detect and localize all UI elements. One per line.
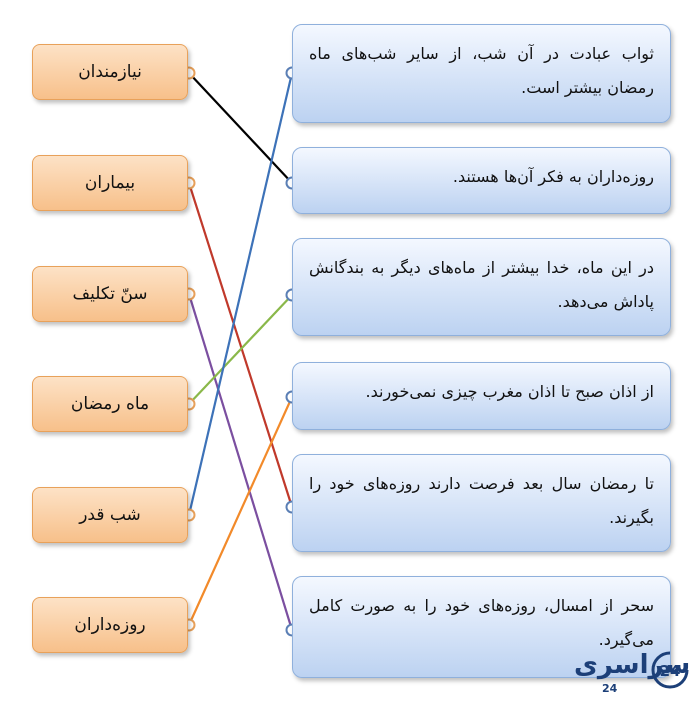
left-item-patients: بیماران [32,155,188,211]
right-item-text: ثواب عبادت در آن شب، از سایر شب‌های ماه … [309,44,654,97]
connector-L2-R5 [187,182,294,508]
right-item-2: روزه‌داران به فکر آن‌ها هستند. [292,147,671,214]
right-item-text: از اذان صبح تا اذان مغرب چیزی نمی‌خورند. [365,382,654,401]
left-item-label: بیماران [84,173,136,193]
left-item-fasters: روزه‌داران [32,597,188,653]
left-item-label: نیازمندان [78,62,142,82]
right-item-text: تا رمضان سال بعد فرصت دارند روزه‌های خود… [309,474,654,527]
left-item-needy: نیازمندان [32,44,188,100]
left-item-label: روزه‌داران [74,615,146,635]
connector-L6-R4 [187,396,294,626]
left-item-ramadan: ماه رمضان [32,376,188,432]
right-item-text: روزه‌داران به فکر آن‌ها هستند. [452,167,654,186]
right-item-1: ثواب عبادت در آن شب، از سایر شب‌های ماه … [292,24,671,123]
left-item-label: ماه رمضان [70,394,150,414]
right-item-text: سحر از امسال، روزه‌های خود را به صورت کا… [309,596,654,649]
left-item-age-of-duty: سنّ تکلیف [32,266,188,322]
watermark-badge-icon: 24 [651,651,689,689]
watermark-logo: سراسری 24 24 [570,648,695,698]
right-item-3: در این ماه، خدا بیشتر از ماه‌های دیگر به… [292,238,671,336]
right-item-5: تا رمضان سال بعد فرصت دارند روزه‌های خود… [292,454,671,552]
connector-L4-R3 [188,294,293,405]
watermark-number: 24 [602,682,618,695]
left-item-label: شب قدر [79,505,141,525]
left-item-label: سنّ تکلیف [72,284,148,304]
right-item-4: از اذان صبح تا اذان مغرب چیزی نمی‌خورند. [292,362,671,430]
connector-L1-R2 [188,72,293,184]
right-item-text: در این ماه، خدا بیشتر از ماه‌های دیگر به… [309,258,654,311]
connector-L3-R6 [187,293,294,631]
right-item-6: سحر از امسال، روزه‌های خود را به صورت کا… [292,576,671,678]
connector-L5-R1 [187,72,294,516]
svg-text:24: 24 [660,662,681,680]
watermark-text: سراسری [574,650,691,680]
left-item-qadr-night: شب قدر [32,487,188,543]
